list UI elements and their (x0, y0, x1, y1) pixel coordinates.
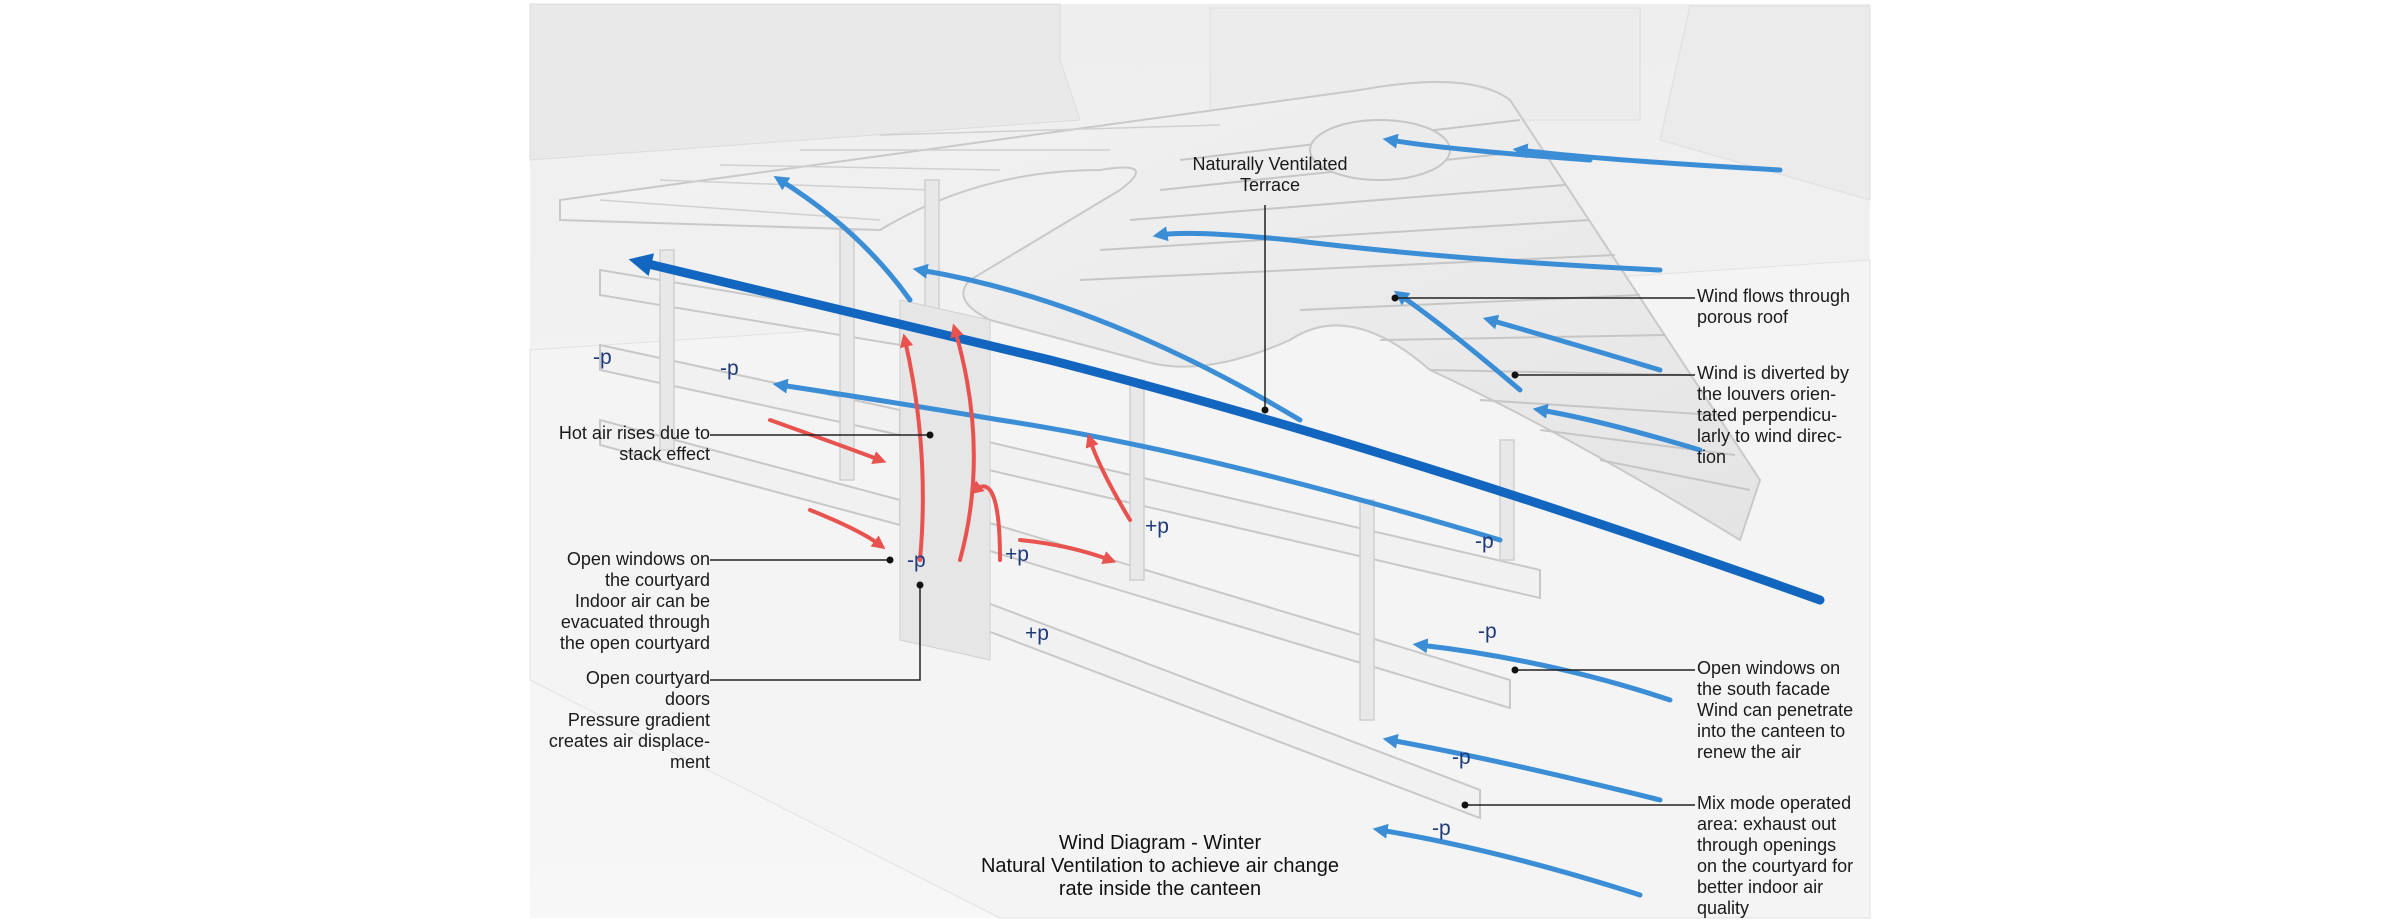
label-line: through openings (1697, 835, 1837, 855)
roof-slab (559, 81, 1762, 542)
label-line: Wind can penetrate (1697, 700, 1854, 720)
hot-air-flows-red (768, 323, 1132, 564)
label-line: Hot air rises due to (558, 423, 710, 443)
label-line: larly to wind direc- (1697, 426, 1843, 446)
label-line: Open courtyard (585, 668, 710, 688)
background-building-center (1209, 7, 1641, 121)
label-porous-roof: Wind flows through porous roof (1697, 286, 1850, 328)
label-line: the south facade (1697, 679, 1831, 699)
pressure-mark: -p (1452, 746, 1471, 769)
label-line: ment (669, 752, 710, 772)
background-building-left (529, 3, 1081, 161)
label-terrace: Naturally Ventilated Terrace (1150, 154, 1390, 196)
label-open-courtyard-doors: Open courtyard doors Pressure gradient c… (500, 668, 710, 773)
label-line: Naturally Ventilated (1192, 154, 1348, 174)
label-line: tion (1697, 447, 1727, 467)
label-line: the open courtyard (559, 633, 710, 653)
label-line: Pressure gradient (567, 710, 710, 730)
label-mix-mode: Mix mode operated area: exhaust out thro… (1697, 793, 1853, 919)
label-line: stack effect (619, 444, 710, 464)
label-open-windows-courtyard: Open windows on the courtyard Indoor air… (500, 549, 710, 654)
pressure-mark: +p (1145, 515, 1169, 538)
pressure-mark: -p (593, 346, 612, 369)
leader-dots (886, 294, 1519, 809)
label-line: the louvers orien- (1697, 384, 1837, 404)
building-floors (599, 268, 1541, 820)
label-line: on the courtyard for (1697, 856, 1854, 876)
pressure-mark: -p (1432, 817, 1451, 840)
diagram-title: Wind Diagram - Winter Natural Ventilatio… (900, 832, 1420, 901)
pressure-mark: -p (907, 549, 926, 572)
pressure-mark: +p (1025, 622, 1049, 645)
title-line: Wind Diagram - Winter (1058, 832, 1262, 854)
label-line: Open windows on (566, 549, 710, 569)
label-line: Mix mode operated (1697, 793, 1852, 813)
background-building-right (1659, 5, 1871, 201)
label-line: renew the air (1697, 742, 1802, 762)
label-line: evacuated through (560, 612, 710, 632)
label-line: area: exhaust out (1697, 814, 1837, 834)
label-line: better indoor air (1697, 877, 1824, 897)
label-line: porous roof (1697, 307, 1789, 327)
label-south-facade: Open windows on the south facade Wind ca… (1697, 658, 1853, 763)
pressure-mark: -p (720, 357, 739, 380)
label-line: tated perpendicu- (1697, 405, 1838, 425)
leader-lines (710, 205, 1695, 806)
label-louvers: Wind is diverted by the louvers orien- t… (1697, 363, 1849, 468)
label-line: Terrace (1239, 175, 1301, 195)
pressure-mark: -p (1478, 620, 1497, 643)
pressure-mark: -p (1475, 530, 1494, 553)
courtyard-void (899, 299, 991, 661)
wind-flows-blue (772, 133, 1783, 898)
label-hot-air: Hot air rises due to stack effect (500, 423, 710, 465)
label-line: quality (1697, 898, 1750, 918)
pressure-mark: +p (1005, 543, 1029, 566)
main-wind-arrow (628, 253, 1825, 605)
label-line: creates air displace- (548, 731, 710, 751)
label-line: the courtyard (604, 570, 710, 590)
title-line: rate inside the canteen (1058, 878, 1262, 900)
label-line: into the canteen to (1697, 721, 1846, 741)
label-line: Wind flows through (1697, 286, 1851, 306)
label-line: Indoor air can be (574, 591, 710, 611)
label-line: doors (664, 689, 710, 709)
label-line: Wind is diverted by (1697, 363, 1850, 383)
title-line: Natural Ventilation to achieve air chang… (980, 855, 1339, 877)
label-line: Open windows on (1697, 658, 1841, 678)
